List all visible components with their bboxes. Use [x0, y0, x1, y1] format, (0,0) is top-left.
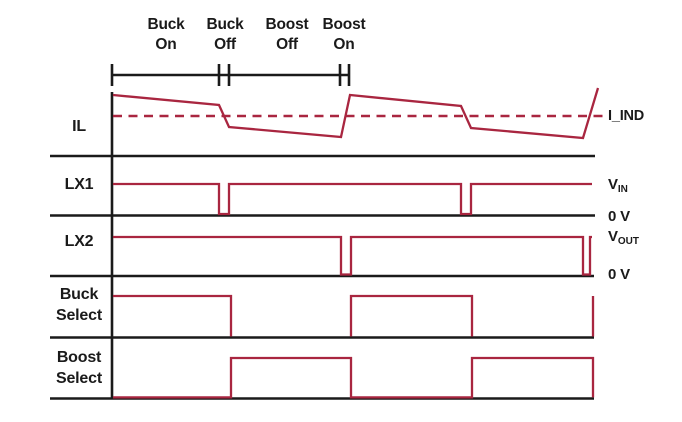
level-label-lx2-zero-v: 0 V	[608, 266, 630, 283]
boost-select-waveform	[113, 356, 595, 399]
lx2-waveform	[113, 235, 592, 276]
v-in-base: V	[608, 176, 618, 193]
axis-and-row-separators	[50, 92, 595, 400]
v-in-subscript: IN	[617, 184, 628, 195]
lx1-waveform	[113, 182, 592, 216]
phase-label-buck-off: Buck Off	[206, 15, 243, 55]
phase-buck-on-line1: Buck	[147, 16, 185, 33]
v-out-base: V	[608, 228, 618, 245]
phase-buck-on-line2: On	[155, 36, 177, 53]
phase-boost-off-line1: Boost	[265, 16, 309, 33]
level-label-v-out: VOUT	[608, 228, 639, 251]
phase-label-boost-off: Boost Off	[266, 15, 309, 55]
v-out-subscript: OUT	[617, 236, 639, 247]
level-label-lx1-zero-v: 0 V	[608, 208, 630, 225]
phase-buck-off-line1: Buck	[206, 16, 244, 33]
phase-boost-on-line2: On	[333, 36, 355, 53]
row-label-il: IL	[72, 118, 86, 135]
phase-boost-off-line2: Off	[276, 36, 298, 53]
phase-boost-on-line1: Boost	[322, 16, 366, 33]
phase-label-buck-on: Buck On	[147, 15, 184, 55]
level-label-i-ind: I_IND	[608, 108, 645, 124]
phase-label-boost-on: Boost On	[323, 15, 366, 55]
buck-select-waveform	[113, 294, 595, 337]
timeline-bracket	[110, 64, 351, 86]
phase-buck-off-line2: Off	[214, 36, 236, 53]
row-label-buck-select-line2: Select	[56, 306, 102, 324]
row-label-buck-select-line1: Buck	[59, 286, 99, 303]
level-label-v-in: VIN	[608, 176, 628, 199]
il-waveform	[112, 87, 600, 140]
row-label-buck-select: Buck Select	[29, 285, 129, 326]
row-label-lx1: LX1	[64, 176, 94, 193]
row-label-lx2: LX2	[64, 233, 94, 250]
row-label-boost-select-line2: Select	[56, 369, 102, 387]
row-label-boost-select-line1: Boost	[56, 349, 102, 366]
row-label-boost-select: Boost Select	[29, 348, 129, 389]
